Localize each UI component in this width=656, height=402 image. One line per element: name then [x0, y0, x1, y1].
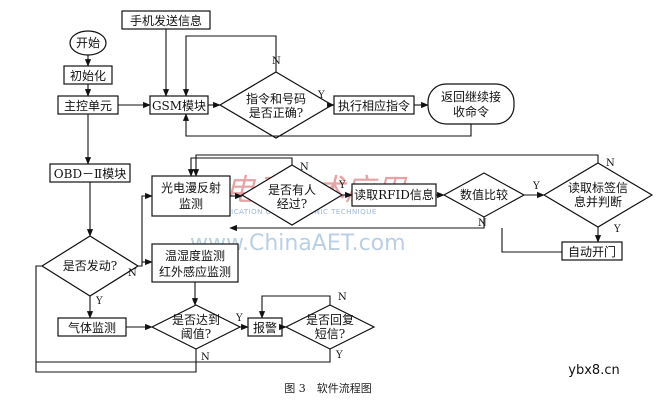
- label-reply-yes: Y: [335, 350, 343, 361]
- edge-someone-no: [187, 157, 293, 177]
- cmd-check-label-2: 是否正确?: [249, 106, 303, 120]
- return-wait-label-2: 收命令: [453, 104, 489, 119]
- label-threshold-no: N: [201, 352, 210, 363]
- photo-label-1: 光电漫反射: [161, 180, 221, 195]
- someone-label-2: 经过?: [277, 197, 307, 211]
- reply-label-1: 是否回复: [306, 313, 354, 327]
- someone-label-1: 是否有人: [268, 183, 316, 197]
- edge-compare-no: [229, 217, 485, 232]
- label-started-n: N: [128, 268, 137, 279]
- edge-tag-no: [192, 154, 599, 177]
- label-threshold-yes: Y: [235, 313, 243, 324]
- someone-node: [240, 164, 344, 226]
- edge-check-no: [182, 35, 277, 97]
- init-label: 初始化: [70, 69, 106, 83]
- reply-label-2: 短信?: [315, 327, 345, 341]
- edge-reply-no: [258, 295, 331, 319]
- return-wait-label-1: 返回继续接: [441, 89, 501, 104]
- auto-open-node: [561, 241, 623, 261]
- label-tag-no: N: [606, 158, 615, 169]
- exec-cmd-label: 执行相应指令: [338, 98, 410, 113]
- edge-return-gsm: [182, 113, 472, 137]
- read-rfid-label: 读取RFID信息: [354, 187, 434, 202]
- read-tag-label-2: 息并判断: [574, 194, 622, 209]
- main-unit-label: 主控单元: [64, 99, 112, 113]
- edge-started-photo: [138, 192, 153, 267]
- compare-label: 数值比较: [460, 187, 508, 202]
- read-tag-label-1: 读取标签信: [568, 180, 628, 195]
- label-started-yes: Y: [95, 296, 103, 307]
- cmd-check-label-1: 指令和号码: [246, 91, 306, 106]
- alarm-label: 报警: [253, 320, 277, 335]
- temp-label-1: 温湿度监测: [165, 248, 225, 263]
- temp-label-2: 红外感应监测: [159, 264, 231, 279]
- started-label: 是否发动?: [63, 258, 117, 273]
- label-tag-yes: Y: [613, 224, 621, 235]
- threshold-label-1: 是否达到: [172, 313, 220, 327]
- auto-open-label: 自动开门: [568, 244, 616, 259]
- connectors: [35, 29, 602, 373]
- gas-label: 气体监测: [68, 320, 116, 335]
- label-compare-yes: Y: [532, 181, 540, 192]
- edge-labels: N Y N Y Y N N Y N Y Y N N Y: [95, 56, 621, 363]
- temp-node: [151, 243, 239, 283]
- gsm-label: GSM模块: [152, 99, 206, 113]
- obd-label: OBD－Ⅱ模块: [54, 167, 126, 181]
- edge-open-loop: [501, 228, 562, 253]
- label-someone-yes: Y: [338, 180, 346, 191]
- phone-send-label: 手机发送信息: [130, 13, 202, 28]
- label-check-yes: Y: [317, 90, 325, 101]
- label-reply-no: N: [338, 292, 347, 303]
- cmd-check-node: [218, 71, 334, 139]
- edge-started-no: [35, 265, 197, 373]
- photo-label-2: 监测: [179, 197, 203, 211]
- start-label: 开始: [76, 36, 100, 50]
- figure-caption: 图 3 软件流程图: [284, 381, 372, 395]
- label-someone-no: N: [300, 162, 309, 173]
- label-compare-no: N: [478, 218, 487, 229]
- site-mark: ybx8.cn: [568, 363, 619, 378]
- edge-reply-yes: [36, 349, 331, 363]
- label-check-no: N: [272, 56, 281, 67]
- threshold-label-2: 阈值?: [181, 326, 211, 341]
